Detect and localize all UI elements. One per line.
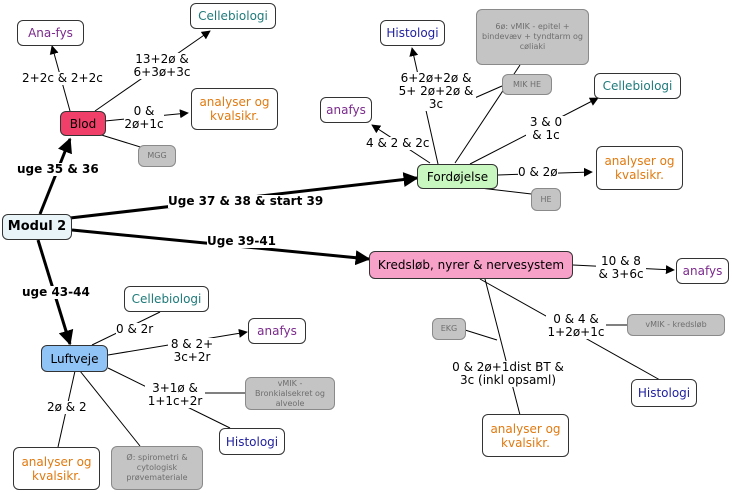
label-ford-cellebio: 3 & 0 & 1c [526, 116, 566, 142]
node-histologi-ford[interactable]: Histologi [380, 20, 445, 46]
label-luft-cellebio: 0 & 2r [116, 322, 154, 336]
note-vmik-epitel: 6ø: vMIK - epitel + bindevæv + tyndtarm … [476, 9, 589, 65]
node-cellebio-ford[interactable]: Cellebiologi [594, 73, 681, 99]
edge-luft-note [79, 370, 141, 447]
note-mik-he: MIK HE [502, 74, 552, 95]
node-anafys-kred[interactable]: anafys [676, 258, 729, 284]
label-luft-analyser: 2ø & 2 [47, 400, 87, 414]
label-luft-histologi: 3+1ø & 1+1c+2r [145, 382, 205, 408]
node-histologi-luft[interactable]: Histologi [219, 428, 285, 455]
node-cellebio-blod[interactable]: Cellebiologi [190, 3, 276, 29]
label-uge35: uge 35 & 36 [17, 162, 99, 176]
label-blod-anafys: 2+2c & 2+2c [22, 71, 103, 85]
label-ford-anafys: 4 & 2 & 2c [366, 136, 430, 150]
label-luft-anafys: 8 & 2+ 3c+2r [168, 338, 216, 364]
node-modul2[interactable]: Modul 2 [2, 214, 72, 240]
label-kred-histologi: 0 & 4 & 1+2ø+1c [546, 312, 606, 339]
label-kred-analyser: 0 & 2ø+1dist BT & 3c (inkl opsaml) [448, 361, 568, 387]
node-luftveje[interactable]: Luftveje [41, 345, 108, 372]
node-cellebio-luft[interactable]: Cellebiologi [124, 286, 209, 312]
edge-kred-analyser [484, 278, 521, 416]
note-mgg: MGG [138, 145, 176, 167]
node-fordojelse[interactable]: Fordøjelse [417, 164, 498, 189]
node-analyser-blod[interactable]: analyser og kvalsikr. [191, 88, 278, 130]
edge-ford-he [479, 187, 541, 196]
edge-modul2-blod [38, 137, 72, 215]
label-ford-analyser: 0 & 2ø [518, 165, 558, 179]
node-anafys-luft[interactable]: anafys [248, 318, 306, 344]
node-analyser-kred[interactable]: analyser og kvalsikr. [482, 414, 569, 457]
note-ekg: EKG [432, 318, 466, 340]
label-uge39: Uge 39-41 [207, 234, 277, 248]
label-ford-histologi: 6+2ø+2ø & 5+ 2ø+2ø & 3c [396, 72, 476, 111]
note-vmik-bronkial: vMIK - Bronkialsekret og alveole [245, 377, 335, 410]
node-histologi-kred[interactable]: Histologi [631, 379, 697, 407]
node-anafys-blod[interactable]: Ana-fys [17, 20, 84, 46]
label-blod-cellebio: 13+2ø & 6+3ø+3c [130, 53, 194, 79]
label-uge37: Uge 37 & 38 & start 39 [168, 194, 324, 208]
node-blod[interactable]: Blod [60, 111, 106, 136]
note-he: HE [531, 188, 561, 211]
label-uge43: uge 43-44 [22, 285, 90, 299]
node-analyser-luft[interactable]: analyser og kvalsikr. [13, 447, 100, 490]
note-spirometri: Ø: spirometri & cytologisk prøvematerial… [111, 446, 203, 490]
edge-kred-ekg [464, 329, 498, 341]
node-kredslob[interactable]: Kredsløb, nyrer & nervesystem [369, 251, 573, 279]
note-vmik-kredslob: vMIK - kredsløb [627, 314, 725, 336]
node-anafys-ford[interactable]: anafys [320, 97, 372, 123]
node-analyser-ford[interactable]: analyser og kvalsikr. [596, 146, 683, 190]
label-kred-anafys: 10 & 8 & 3+6c [596, 255, 646, 281]
label-blod-analyser: 0 & 2ø+1c [124, 104, 164, 131]
